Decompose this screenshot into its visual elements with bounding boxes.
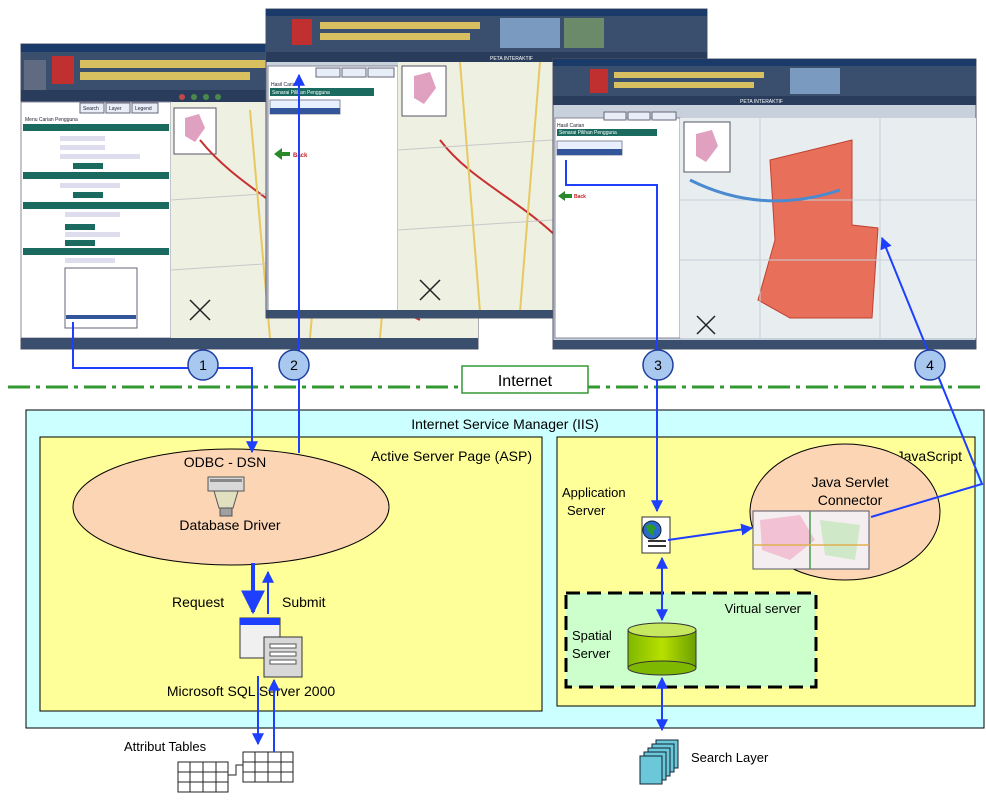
screenshot-3: PETA INTERAKTIF Hasil Carian Senarai Pil… bbox=[552, 58, 977, 350]
driver-label: Database Driver bbox=[179, 517, 280, 533]
map-thumbnail bbox=[752, 510, 870, 570]
application-server-icon bbox=[641, 516, 671, 554]
tab-legend-label: Legend bbox=[135, 106, 152, 112]
attribute-tables-label: Attribut Tables bbox=[124, 739, 207, 754]
arrow-app-to-servlet bbox=[667, 523, 754, 541]
flow-arrows bbox=[72, 73, 984, 752]
odbc-label: ODBC - DSN bbox=[184, 454, 266, 470]
s2-back-label[interactable]: Back bbox=[293, 153, 308, 159]
s2-result-title: Hasil Carian bbox=[271, 82, 298, 88]
s3-back-label[interactable]: Back bbox=[574, 194, 586, 200]
search-layer-label: Search Layer bbox=[691, 750, 769, 765]
step-marker-2: 2 bbox=[278, 349, 310, 381]
spatial-label-1: Spatial bbox=[572, 628, 612, 643]
asp-title: Active Server Page (ASP) bbox=[371, 448, 532, 464]
connector-label-1: Java Servlet bbox=[811, 474, 888, 490]
search-layer-icon bbox=[639, 739, 679, 785]
back-arrow-icon[interactable] bbox=[274, 148, 290, 160]
tab-legend[interactable] bbox=[131, 102, 159, 114]
submit-btn-2[interactable] bbox=[73, 192, 103, 198]
step-3-label: 3 bbox=[654, 357, 662, 373]
step-2-label: 2 bbox=[290, 357, 298, 373]
step-marker-3: 3 bbox=[642, 349, 674, 381]
virtual-server-label: Virtual server bbox=[725, 601, 802, 616]
spatial-database-icon bbox=[627, 622, 697, 676]
tab-layer[interactable] bbox=[105, 102, 131, 114]
menu-title: Menu Carian Pengguna bbox=[25, 117, 78, 123]
sql-server-label: Microsoft SQL Server 2000 bbox=[167, 683, 336, 699]
attribute-table-icon-2 bbox=[242, 751, 294, 783]
step-marker-1: 1 bbox=[187, 349, 219, 381]
s3-result-sub: Senarai Pilihan Pengguna bbox=[559, 130, 617, 136]
submit-btn-1[interactable] bbox=[73, 163, 103, 169]
s3-banner-subtitle: PETA INTERAKTIF bbox=[740, 99, 783, 105]
database-driver-icon bbox=[207, 476, 245, 517]
tab-search-label: Search bbox=[83, 106, 99, 112]
attribute-table-icon-1 bbox=[177, 761, 229, 793]
tab-search[interactable] bbox=[79, 102, 105, 114]
arrow-step-1 bbox=[72, 322, 258, 454]
submit-label: Submit bbox=[282, 594, 326, 610]
javascript-title: JavaScript bbox=[897, 448, 962, 464]
arrow-step-3 bbox=[565, 160, 663, 513]
app-server-label-1: Application bbox=[562, 485, 626, 500]
internet-label: Internet bbox=[498, 373, 553, 390]
s2-banner-subtitle: PETA INTERAKTIF bbox=[490, 56, 533, 62]
step-marker-4: 4 bbox=[914, 349, 946, 381]
arrow-step-4 bbox=[870, 236, 984, 518]
tab-layer-label: Layer bbox=[109, 106, 122, 112]
step-4-label: 4 bbox=[926, 357, 934, 373]
sql-server-icon bbox=[239, 617, 303, 678]
step-1-label: 1 bbox=[199, 357, 207, 373]
connector-label-2: Connector bbox=[818, 492, 883, 508]
s2-result-sub: Senarai Pilihan Pengguna bbox=[272, 90, 330, 96]
spatial-label-2: Server bbox=[572, 646, 611, 661]
app-server-label-2: Server bbox=[567, 503, 606, 518]
internet-label-box bbox=[461, 365, 589, 394]
request-label: Request bbox=[172, 594, 224, 610]
iis-title: Internet Service Manager (IIS) bbox=[411, 416, 599, 432]
s3-result-title: Hasil Carian bbox=[557, 123, 584, 129]
